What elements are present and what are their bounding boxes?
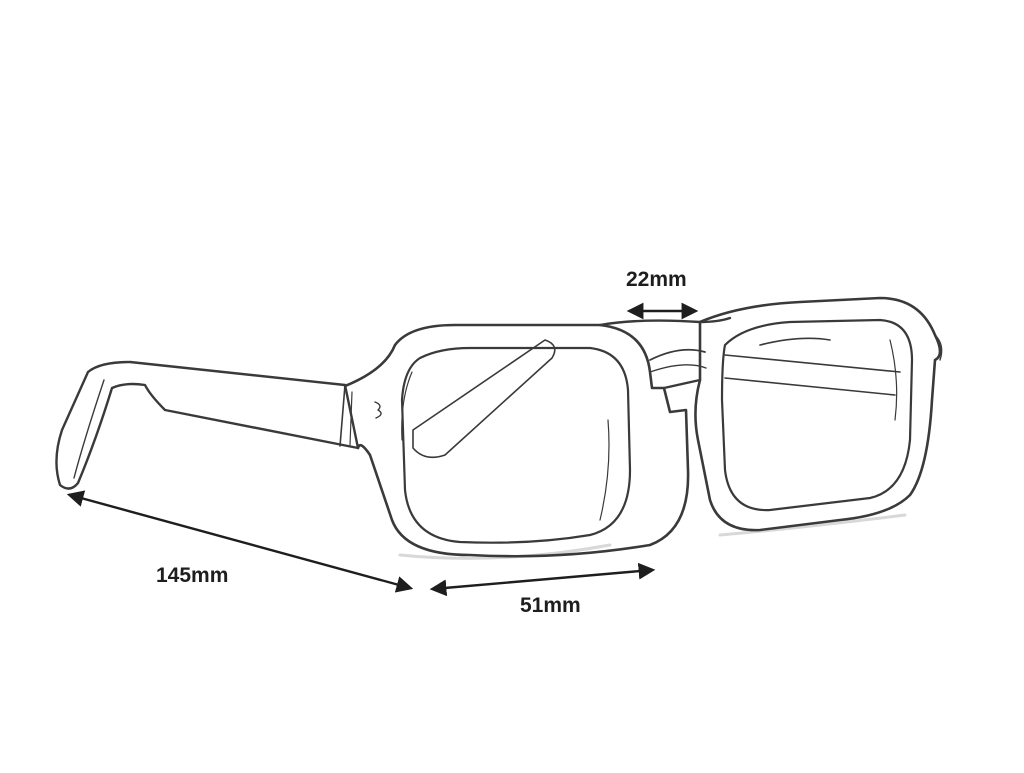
hinge-detail xyxy=(374,401,382,419)
temple-length-arrow xyxy=(66,490,414,593)
near-temple-arm xyxy=(55,360,360,490)
right-lens-rim xyxy=(694,296,943,532)
bridge-width-label: 22mm xyxy=(626,268,687,291)
lens-width-arrow xyxy=(429,562,656,597)
frame-shadow xyxy=(398,513,907,560)
temple-length-label: 145mm xyxy=(156,564,229,587)
far-temple-arm xyxy=(412,337,901,459)
lens-width-label: 51mm xyxy=(520,594,581,617)
